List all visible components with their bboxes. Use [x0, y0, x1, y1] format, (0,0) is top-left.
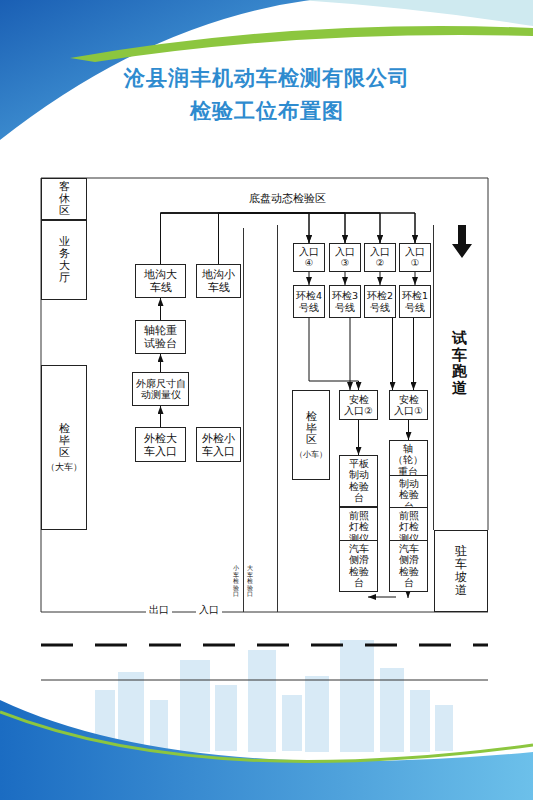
- area-label: 小车检验口: [233, 565, 239, 598]
- flow-arrow: [358, 420, 359, 455]
- flow-arrow: [161, 213, 310, 264]
- entrance-box: 安检入口①: [389, 390, 428, 420]
- line-box: 环检2号线: [364, 285, 396, 318]
- node-label: 汽车侧滑检验台: [394, 543, 423, 589]
- flow-arrow: [415, 272, 416, 285]
- area-label: 入口: [196, 604, 222, 616]
- node-label: 外检大车入口: [144, 432, 178, 457]
- flow-arrow: [350, 318, 351, 390]
- connectors: [161, 213, 416, 592]
- node-label: 入口④: [295, 246, 323, 269]
- node-label: 安检入口①: [394, 394, 423, 417]
- page-title: 沧县润丰机动车检测有限公司 检验工位布置图: [117, 62, 417, 127]
- entrance-box: 入口①: [399, 243, 431, 272]
- flow-arrow: [413, 318, 414, 390]
- footer-swoosh: [0, 700, 533, 800]
- flow-arrow: [345, 272, 346, 285]
- station-box: 外廓尺寸自动测量仪: [132, 372, 189, 406]
- station-box: 轴轮重试验台: [135, 320, 186, 354]
- node-label: 入口②: [366, 246, 394, 269]
- node-label: 环检2号线: [367, 290, 394, 313]
- zone-box: 驻车坡道: [434, 530, 488, 612]
- road: [41, 645, 488, 680]
- node-label: 轴轮重试验台: [144, 324, 178, 349]
- node-label: 外廓尺寸自动测量仪: [135, 378, 185, 401]
- entrance-box: 入口③: [329, 243, 361, 272]
- node-label: 入口①: [401, 246, 429, 269]
- entrance-box: 安检入口②: [339, 390, 378, 420]
- zone-box: 客休区: [41, 178, 87, 220]
- header-band: [300, 0, 533, 26]
- zone-box: 业务大厅: [41, 220, 87, 300]
- line-box: 环检4号线: [293, 285, 325, 318]
- flow-arrow: [392, 318, 393, 390]
- node-label: （大车）: [46, 462, 82, 473]
- flow-arrow: [380, 272, 381, 285]
- node-label: 地沟小车线: [202, 268, 236, 293]
- direction-arrow: [452, 225, 472, 258]
- node-label: 驻车坡道: [455, 545, 467, 598]
- node-label: 检毕区: [306, 411, 317, 446]
- entrance-box: 外检小车入口: [196, 427, 241, 462]
- entrance-box: 外检大车入口: [135, 427, 186, 462]
- line-box: 环检1号线: [399, 285, 431, 318]
- flow-arrow: [408, 420, 409, 440]
- flow-arrow: [160, 354, 161, 372]
- node-label: 平板制动检验台: [344, 458, 373, 504]
- flow-arrow: [160, 298, 161, 320]
- flow-arrow: [219, 213, 346, 264]
- node-label: 检毕区: [59, 423, 70, 459]
- node-label: 环检3号线: [332, 290, 359, 313]
- area-label: 出口: [146, 604, 172, 616]
- station-box: 地沟小车线: [196, 264, 241, 298]
- node-label: 安检入口②: [344, 394, 373, 417]
- area-label: 底盘动态检验区: [246, 192, 329, 205]
- node-label: 入口③: [331, 246, 359, 269]
- node-label: 汽车侧滑检验台: [344, 543, 373, 589]
- zone-box: 检毕区 （大车）: [41, 365, 87, 530]
- skyline: [95, 640, 453, 752]
- zone-box: 检毕区 （小车）: [292, 390, 330, 480]
- station-box: 平板制动检验台: [339, 455, 378, 507]
- node-label: 环检1号线: [402, 290, 429, 313]
- node-label: 环检4号线: [296, 290, 323, 313]
- node-label: 业务大厅: [59, 236, 70, 284]
- flow-arrow: [309, 318, 359, 390]
- area-label: 试车跑道: [452, 330, 467, 396]
- node-label: 客休区: [59, 181, 70, 217]
- station-box: 汽车侧滑检验台: [389, 540, 428, 592]
- entrance-box: 入口④: [293, 243, 325, 272]
- entrance-box: 入口②: [364, 243, 396, 272]
- station-box: 地沟大车线: [135, 264, 186, 298]
- node-label: 地沟大车线: [144, 268, 178, 293]
- node-label: （小车）: [295, 449, 327, 459]
- flow-arrow: [160, 406, 161, 427]
- node-label: 外检小车入口: [202, 432, 236, 457]
- line-box: 环检3号线: [329, 285, 361, 318]
- station-box: 汽车侧滑检验台: [339, 540, 378, 592]
- header-green-stripe: [70, 26, 533, 62]
- flow-arrow: [309, 272, 310, 285]
- node-label: 轴（轮）重台: [393, 443, 423, 477]
- area-label: 大车检验口: [247, 565, 253, 598]
- site-frame: [41, 178, 488, 612]
- footer-green-stripe: [0, 712, 533, 761]
